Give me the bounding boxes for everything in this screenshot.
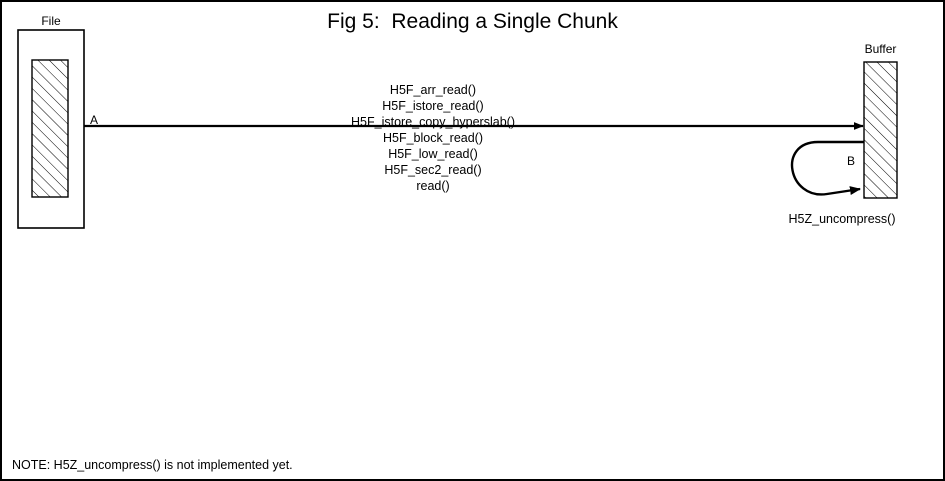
marker-b-label: B bbox=[847, 154, 856, 168]
marker-a-label: A bbox=[90, 113, 99, 127]
call-above-3: H5F_istore_copy_hyperslab() bbox=[351, 115, 515, 129]
buffer-box-hatched bbox=[863, 61, 898, 199]
call-above-2: H5F_istore_read() bbox=[382, 99, 484, 113]
file-label: File bbox=[41, 14, 61, 28]
call-below-1: H5F_block_read() bbox=[382, 131, 484, 145]
call-below-3: H5F_sec2_read() bbox=[384, 163, 482, 177]
call-above-1: H5F_arr_read() bbox=[389, 83, 477, 97]
call-below-2: H5F_low_read() bbox=[388, 147, 478, 161]
loop-arrow-b bbox=[790, 140, 864, 196]
file-chunk-hatched bbox=[31, 59, 69, 198]
buffer-label: Buffer bbox=[864, 42, 897, 56]
call-below-4: read() bbox=[416, 179, 450, 193]
figure-title: Fig 5: Reading a Single Chunk bbox=[327, 10, 618, 33]
uncompress-call-label: H5Z_uncompress() bbox=[788, 212, 896, 226]
footer-note: NOTE: H5Z_uncompress() is not implemente… bbox=[12, 458, 293, 472]
